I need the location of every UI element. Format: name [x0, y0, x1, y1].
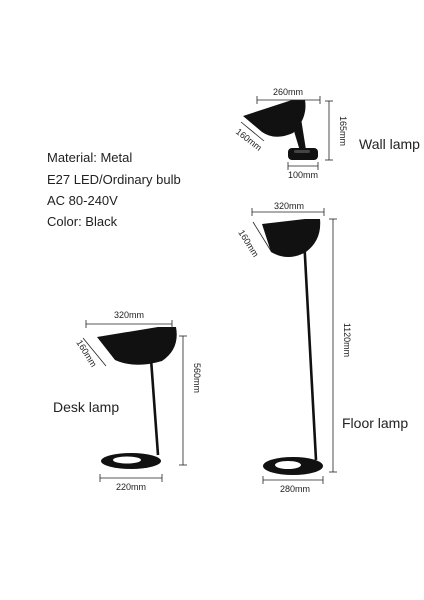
floor-lamp-pole [302, 237, 318, 461]
floor-height-label: 1120mm [342, 323, 352, 357]
desk-shade-label: 160mm [74, 338, 98, 369]
desk-lamp-dimensions [82, 320, 187, 482]
spec-color: Color: Black [47, 214, 118, 229]
wall-base-label: 100mm [288, 170, 318, 180]
wall-lamp-dimensions [240, 96, 333, 170]
floor-base-label: 280mm [280, 484, 310, 494]
floor-width-label: 320mm [274, 201, 304, 211]
wall-shade-label: 160mm [234, 126, 264, 152]
wall-lamp-label: Wall lamp [359, 136, 420, 152]
desk-lamp-drawing [97, 327, 177, 469]
desk-width-label: 320mm [114, 310, 144, 320]
desk-lamp-label: Desk lamp [53, 399, 120, 415]
floor-shade-label: 160mm [236, 228, 260, 259]
wall-height-label: 165mm [338, 116, 348, 146]
wall-width-label: 260mm [273, 87, 303, 97]
wall-lamp-plate [288, 148, 318, 160]
wall-lamp-arm [290, 112, 306, 151]
floor-lamp-label: Floor lamp [342, 415, 409, 431]
spec-voltage: AC 80-240V [47, 193, 118, 208]
desk-base-label: 220mm [116, 482, 146, 492]
desk-height-label: 560mm [192, 363, 202, 393]
floor-lamp-drawing [262, 219, 323, 475]
floor-lamp-shade [262, 219, 321, 257]
desk-lamp-shade [97, 327, 177, 365]
spec-bulb: E27 LED/Ordinary bulb [47, 172, 181, 187]
floor-lamp-dimensions [251, 208, 337, 484]
desk-lamp-pole [148, 344, 160, 456]
wall-lamp-drawing [243, 100, 318, 160]
spec-material: Material: Metal [47, 150, 133, 165]
wall-lamp-shade [243, 100, 306, 137]
